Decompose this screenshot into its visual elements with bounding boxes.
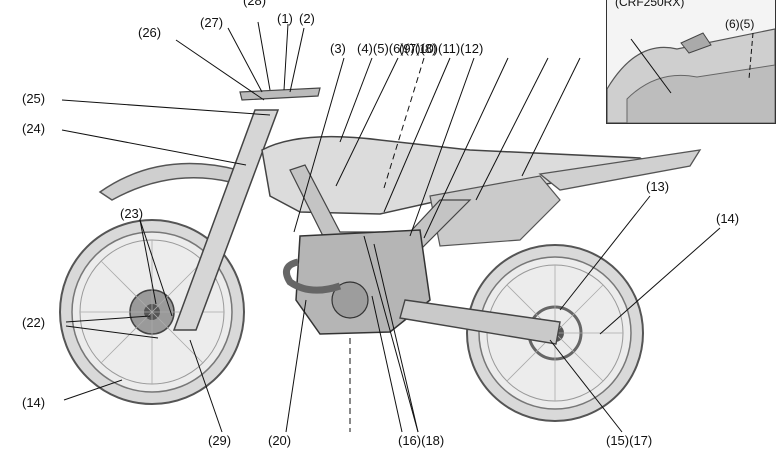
front-fender xyxy=(98,162,240,201)
callout-9-12: (9)(10)(11)(12) xyxy=(399,41,484,56)
callout-26: (26) xyxy=(138,25,162,40)
callout-20: (20) xyxy=(268,433,292,448)
callout-4-8: (4)(5)(6)(7)(8) xyxy=(357,41,437,56)
engine-cover xyxy=(331,281,369,319)
leader-lines xyxy=(61,21,721,433)
inset-caption: (CRF250RX) xyxy=(615,0,685,9)
callout-14-rear: (14) xyxy=(716,211,740,226)
callout-3: (3) xyxy=(330,41,346,56)
dashed-leaders xyxy=(349,57,425,432)
inset-illustration xyxy=(607,28,775,123)
callout-22: (22) xyxy=(22,315,46,330)
callout-1: (1) xyxy=(277,11,293,26)
callout-2: (2) xyxy=(299,11,315,26)
callout-14-front: (14) xyxy=(22,395,46,410)
inset-crf250rx: (CRF250RX) (6)(5) xyxy=(606,0,776,124)
front-fork xyxy=(172,109,280,331)
callout-15-17: (15)(17) xyxy=(606,433,653,448)
exhaust-pipe xyxy=(282,258,342,294)
swingarm xyxy=(399,299,561,345)
callout-28: (28) xyxy=(243,0,267,8)
side-panel xyxy=(429,175,561,247)
callout-25: (25) xyxy=(22,91,46,106)
callout-13: (13) xyxy=(646,179,670,194)
callout-24: (24) xyxy=(22,121,46,136)
callout-16-18: (16)(18) xyxy=(398,433,445,448)
rear-fender xyxy=(538,149,702,191)
callout-29: (29) xyxy=(208,433,232,448)
callout-23: (23) xyxy=(120,206,144,221)
handlebar xyxy=(239,87,321,101)
inset-callout-6-5: (6)(5) xyxy=(725,17,755,31)
callout-27: (27) xyxy=(200,15,224,30)
